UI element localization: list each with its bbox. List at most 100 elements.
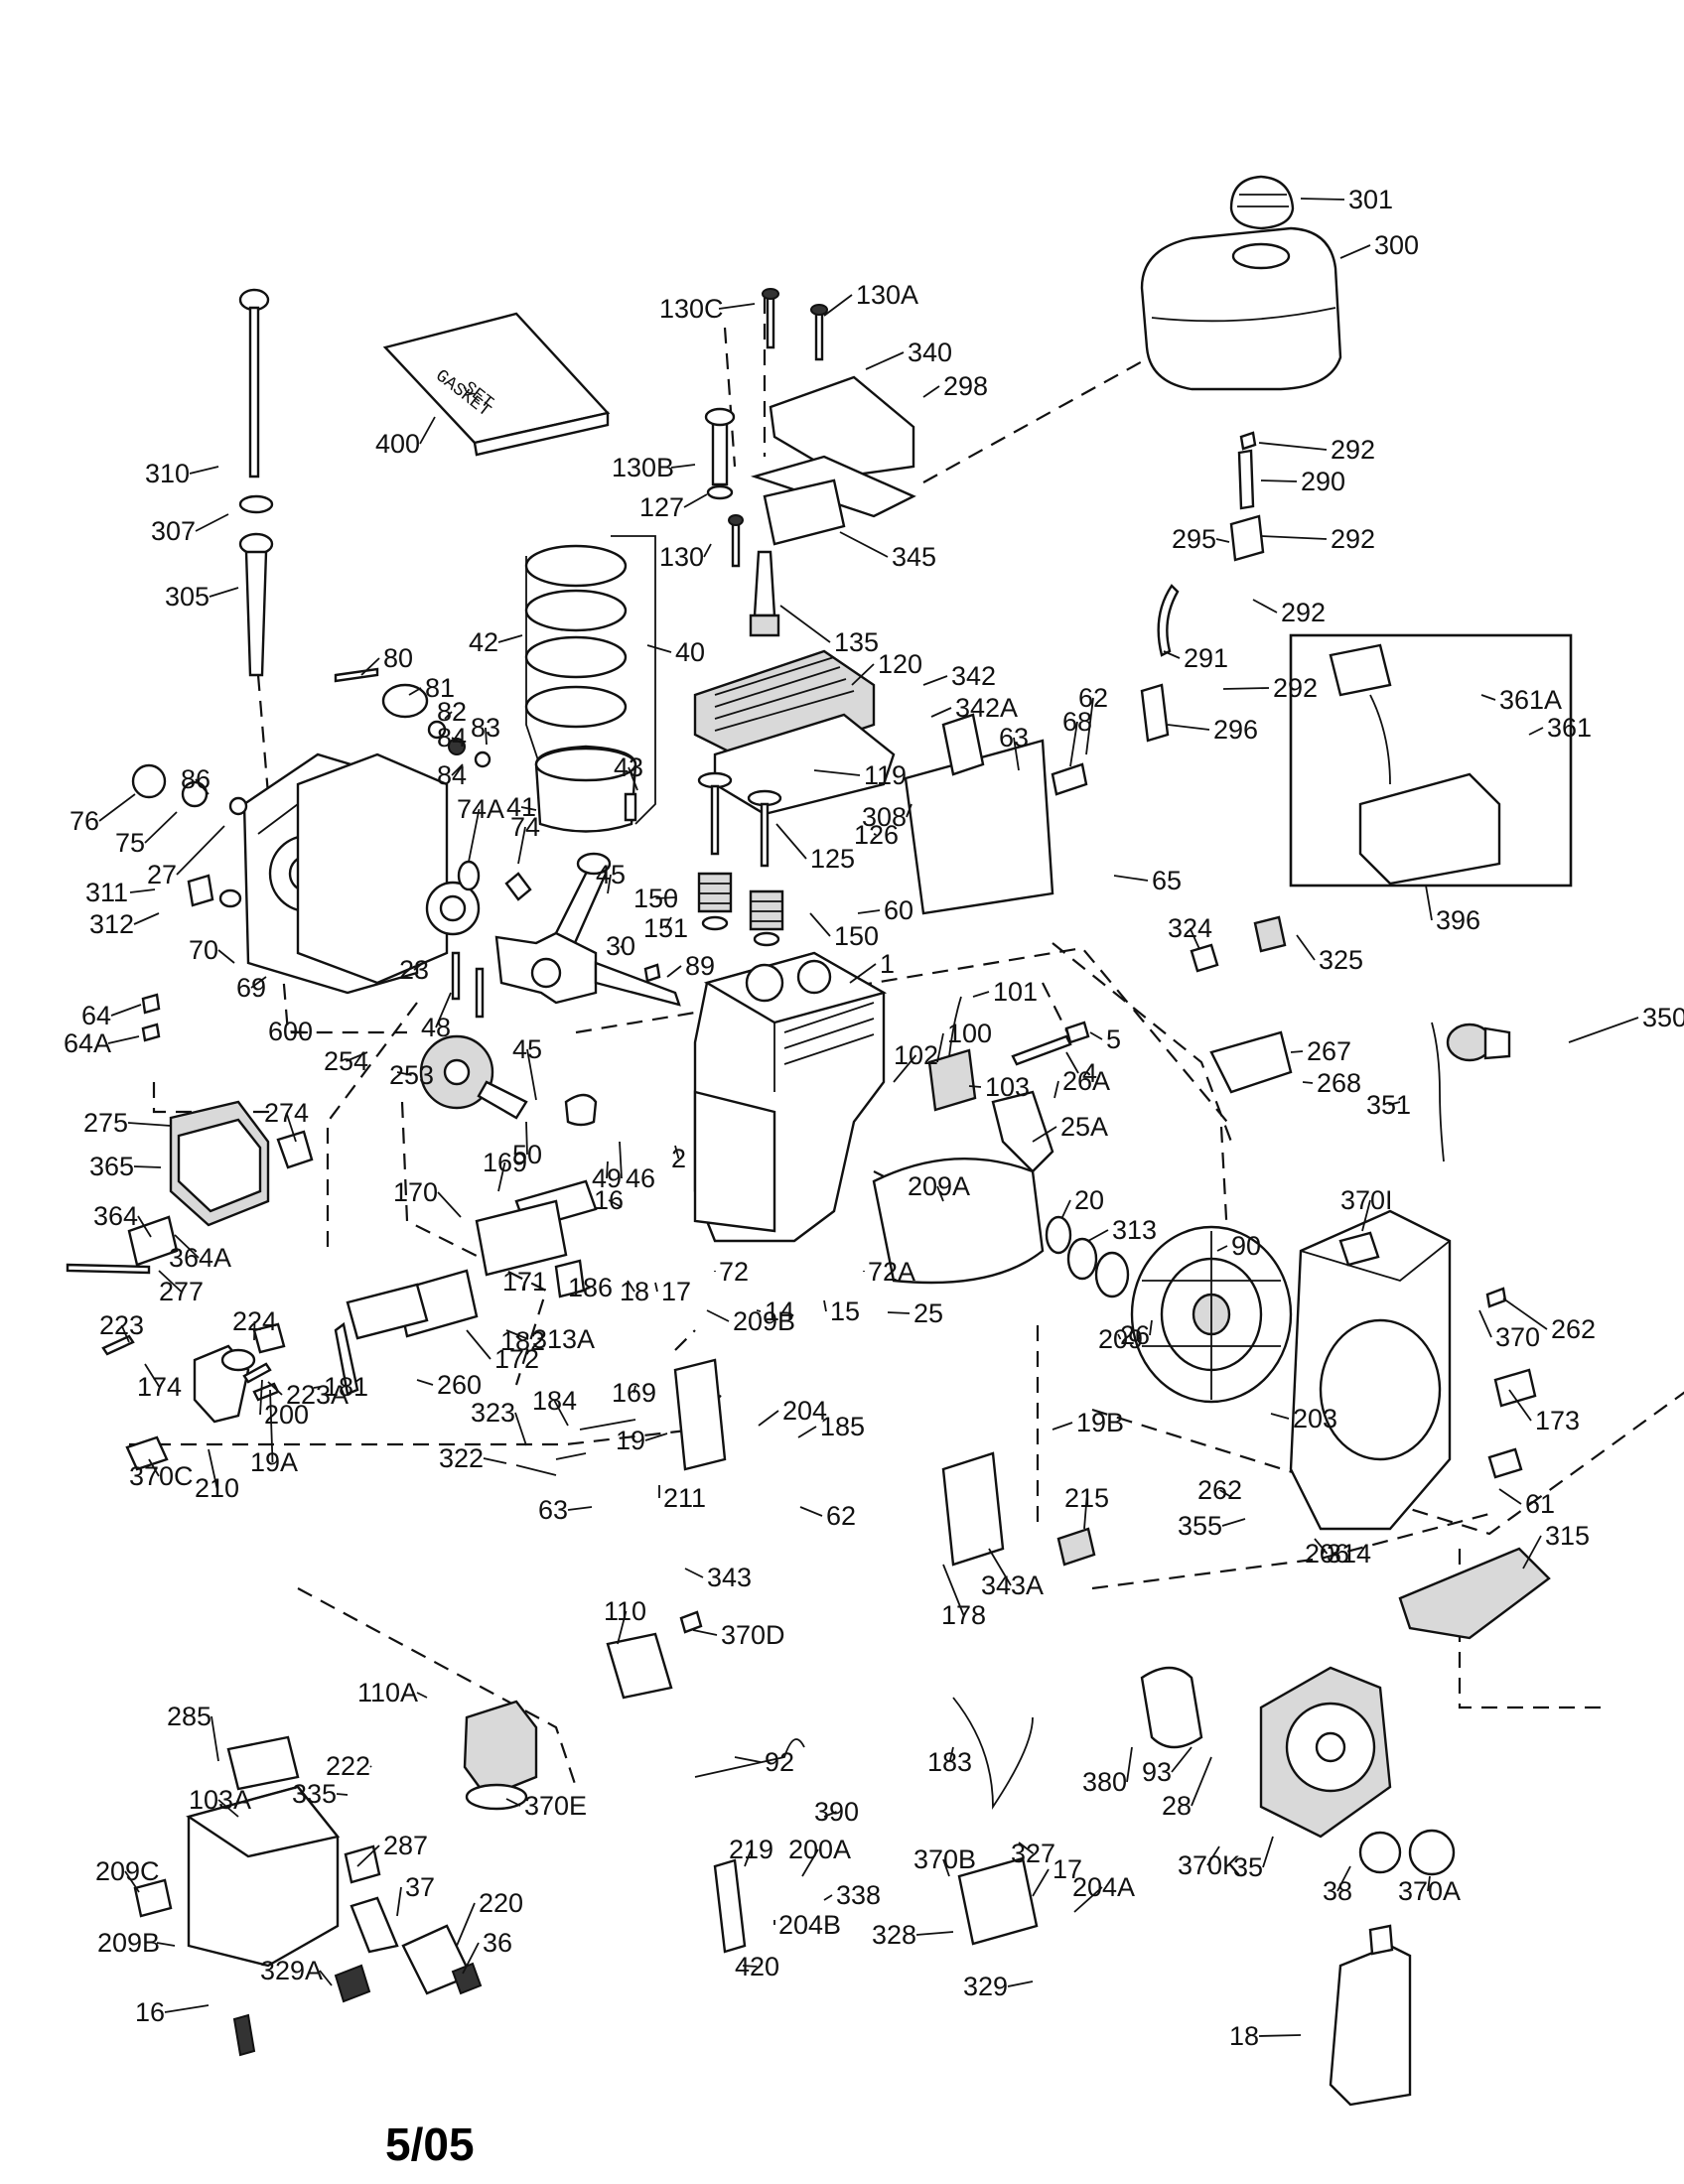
leader-line-361a (1480, 694, 1496, 701)
part-label-102: 102 (894, 1040, 938, 1070)
leader-line-75 (144, 811, 178, 844)
leader-line-262 (1502, 1297, 1548, 1330)
leader-line-48 (435, 992, 452, 1028)
part-label-60: 60 (884, 895, 913, 925)
part-label-345: 345 (892, 542, 936, 572)
part-label-5: 5 (1106, 1024, 1121, 1054)
leader-line-1 (849, 963, 877, 984)
part-label-170: 170 (393, 1177, 438, 1207)
part-label-72a: 72A (868, 1257, 915, 1287)
part-label-74a: 74A (457, 794, 504, 824)
part-label-219: 219 (729, 1835, 773, 1864)
leader-line-76 (98, 793, 136, 822)
leader-line-43 (628, 766, 638, 791)
part-label-174: 174 (137, 1372, 182, 1402)
part-label-220: 220 (479, 1888, 523, 1918)
part-label-200a: 200A (788, 1835, 851, 1864)
switch-325-icon (1253, 915, 1287, 953)
leader-line-41 (520, 806, 537, 811)
part-label-41: 41 (506, 792, 536, 822)
leader-line-364 (137, 1215, 152, 1238)
part-label-370d: 370D (721, 1620, 785, 1650)
breather-tube-icon (334, 1321, 359, 1396)
tappet-2-icon (475, 967, 485, 1019)
part-label-295: 295 (1172, 524, 1216, 554)
leader-line-313a (505, 1329, 529, 1340)
part-label-130a: 130A (856, 280, 918, 310)
leader-line-103a (217, 1799, 239, 1818)
part-label-169: 169 (612, 1378, 656, 1408)
leader-line-120 (851, 663, 875, 686)
leader-line-328 (915, 1931, 954, 1936)
leader-line-287 (356, 1844, 380, 1867)
part-label-209a: 209A (908, 1171, 970, 1201)
part-label-74: 74 (510, 812, 540, 842)
leader-line-127 (683, 493, 708, 508)
leader-line-23 (413, 962, 424, 971)
part-label-343a: 343A (981, 1570, 1044, 1600)
part-label-100: 100 (947, 1019, 992, 1048)
leader-line-355 (1221, 1518, 1246, 1527)
cam-gear-icon (419, 1034, 528, 1120)
part-label-46: 46 (626, 1163, 655, 1193)
leader-line-305 (209, 587, 239, 598)
spring-19a-icon (555, 1452, 587, 1460)
leader-line-340 (865, 351, 905, 370)
part-label-203: 203 (1293, 1404, 1337, 1433)
leader-line-364a (174, 1234, 200, 1259)
part-label-355: 355 (1178, 1511, 1222, 1541)
part-label-206: 206 (1305, 1539, 1349, 1569)
part-label-335: 335 (292, 1779, 337, 1809)
leader-lines (98, 198, 1639, 2037)
part-label-83: 83 (471, 713, 500, 743)
part-label-305: 305 (165, 582, 210, 612)
washer-2-icon (474, 751, 491, 768)
blower-housing-icon (1289, 1209, 1452, 1531)
part-label-311: 311 (85, 878, 128, 907)
leader-line-84 (451, 737, 462, 744)
muffler-icon (169, 1100, 270, 1227)
leader-line-184 (553, 1400, 569, 1427)
part-label-365: 365 (89, 1152, 134, 1181)
leader-line-151 (664, 916, 672, 929)
starter-cup-icon (1140, 1666, 1203, 1749)
part-label-30: 30 (606, 931, 635, 961)
cover-gasket-icon (296, 752, 449, 985)
part-label-150: 150 (633, 884, 678, 913)
part-label-151: 151 (643, 913, 688, 943)
part-label-254: 254 (324, 1046, 368, 1076)
o-ring-small-icon (228, 796, 248, 816)
exhaust-valve-icon (697, 771, 733, 856)
leader-line-396 (1425, 885, 1433, 921)
part-label-370: 370 (1495, 1322, 1540, 1352)
part-label-38: 38 (1323, 1876, 1352, 1906)
fuel-line-icon (1431, 1022, 1445, 1162)
screw-343a-icon (679, 1610, 703, 1634)
bracket-icon (763, 478, 846, 546)
air-cleaner-cover-icon (186, 1785, 341, 1968)
part-label-209c: 209C (95, 1856, 160, 1886)
electric-starter-icon (1329, 643, 1501, 886)
part-label-223: 223 (99, 1310, 144, 1340)
part-label-268: 268 (1317, 1068, 1361, 1098)
part-label-69: 69 (236, 973, 266, 1003)
exhaust-flange-gasket-icon (252, 1322, 286, 1354)
part-label-84: 84 (437, 760, 467, 790)
piston-icon (534, 745, 637, 833)
part-label-361: 361 (1547, 713, 1592, 743)
fuel-line-291-icon (1157, 584, 1180, 657)
fuel-filter-icon (1140, 683, 1170, 743)
part-label-90: 90 (1231, 1231, 1261, 1261)
part-label-390: 390 (814, 1797, 859, 1827)
control-bracket-200-icon (673, 1358, 727, 1471)
valve-spring-icon (697, 872, 733, 931)
part-label-308: 308 (862, 802, 907, 832)
part-label-19b: 19B (1076, 1408, 1124, 1437)
seal-313-icon (1066, 1237, 1098, 1281)
starter-handle-icon (1398, 1547, 1551, 1640)
part-label-292: 292 (1273, 673, 1318, 703)
leader-line-26 (1149, 1319, 1153, 1336)
part-label-183: 183 (927, 1747, 972, 1777)
leader-line-60 (857, 909, 881, 914)
leader-line-63 (567, 1506, 593, 1511)
